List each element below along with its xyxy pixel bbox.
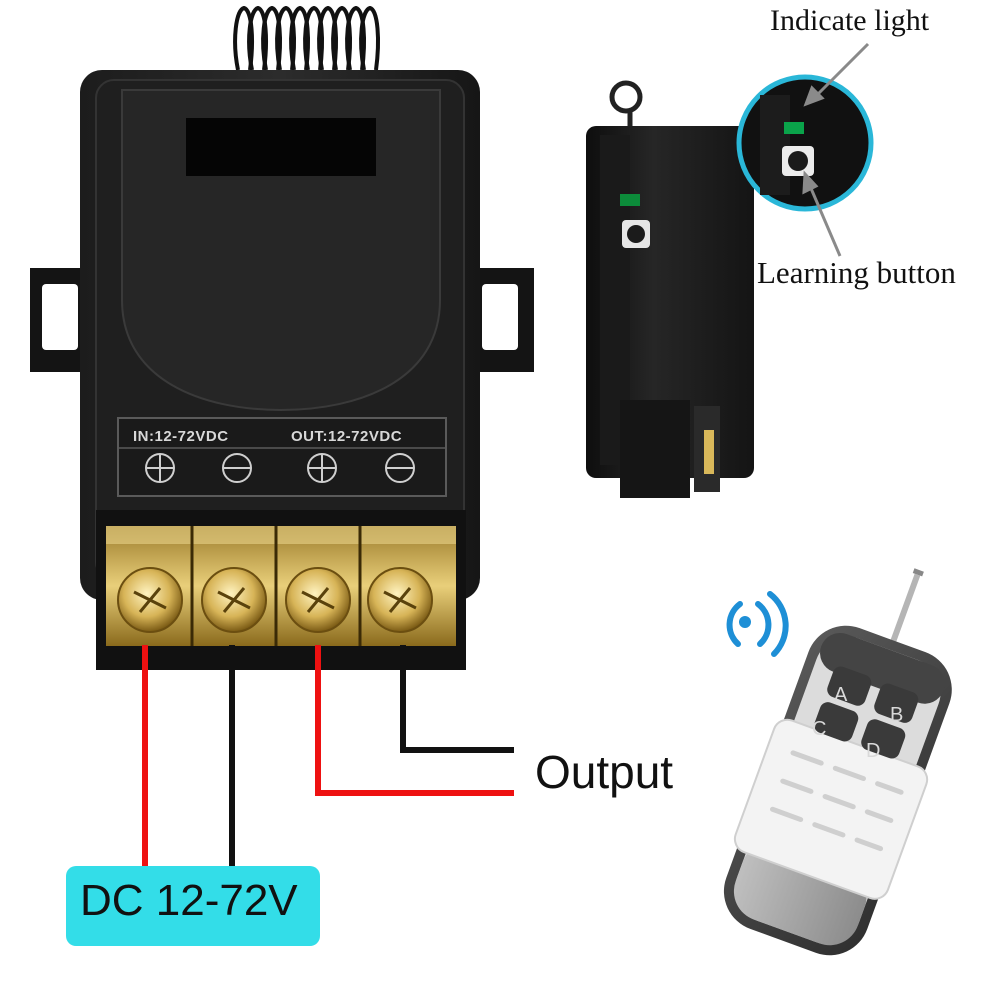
remote-key-c [814,702,859,742]
output-voltage-label: OUT:12-72VDC [291,428,403,445]
label-window [186,118,376,176]
input-voltage-label: IN:12-72VDC [133,428,229,445]
remote-key-d-label: D [866,740,881,762]
power-label: DC 12-72V [80,876,298,925]
antenna-coil [233,5,380,71]
zoom-inset [736,74,874,212]
remote-key-c-label: C [812,718,827,740]
remote-key-a [827,666,872,706]
remote-key-d [861,719,906,759]
indicate-light-label: Indicate light [770,4,930,37]
remote-key-b [874,683,919,723]
plus-terminal-icon [145,453,175,483]
indicator-light [784,122,804,134]
minus-terminal-icon [385,453,415,483]
remote-antenna [887,573,921,651]
positive-output-wire [315,645,514,796]
remote-key-b-label: B [890,704,904,726]
relay-module [30,5,534,670]
plus-terminal-icon [307,453,337,483]
power-badge [66,866,320,946]
negative-output-wire [400,645,514,753]
output-label: Output [535,746,674,798]
antenna-loop [609,80,643,114]
minus-terminal-icon [222,453,252,483]
terminal-screws [117,567,433,633]
remote-sleeve [733,718,929,900]
callout-arrows [802,42,870,257]
learning-button-label: Learning button [757,255,956,290]
remote-control [723,568,952,956]
wireless-signal-icon [726,591,789,657]
wiring [142,645,514,866]
remote-key-a-label: A [834,684,848,706]
side-indicator-light [620,194,640,206]
side-view-module [586,80,754,498]
